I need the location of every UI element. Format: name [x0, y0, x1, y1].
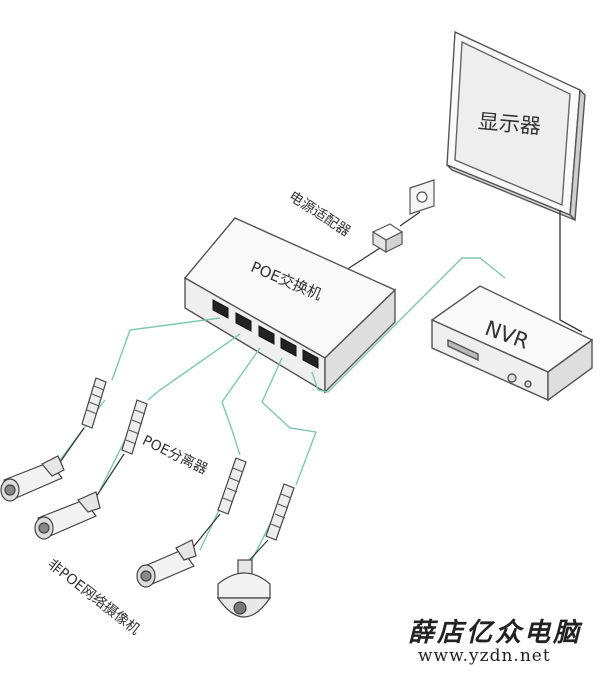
- watermark-url: www.yzdn.net: [418, 646, 551, 666]
- adapter-cable-upper: [399, 211, 421, 227]
- watermark-name: 薛店亿众电脑: [408, 618, 583, 648]
- wall-outlet: [409, 179, 435, 215]
- dome-camera: [216, 559, 272, 618]
- switch-ports: [212, 299, 319, 369]
- poe-splitters: [81, 377, 295, 541]
- splitter-stripes: [86, 385, 292, 529]
- monitor: [446, 30, 586, 222]
- power-adapter: [371, 223, 404, 254]
- adapter-cable-lower: [345, 247, 381, 271]
- monitor-label: 显示器: [476, 109, 542, 139]
- monitor-cable: [559, 210, 583, 333]
- bullet-camera-1: [0, 455, 65, 502]
- bullet-camera-2: [34, 491, 101, 540]
- nvr: [430, 285, 594, 402]
- bullet-camera-3: [136, 539, 197, 588]
